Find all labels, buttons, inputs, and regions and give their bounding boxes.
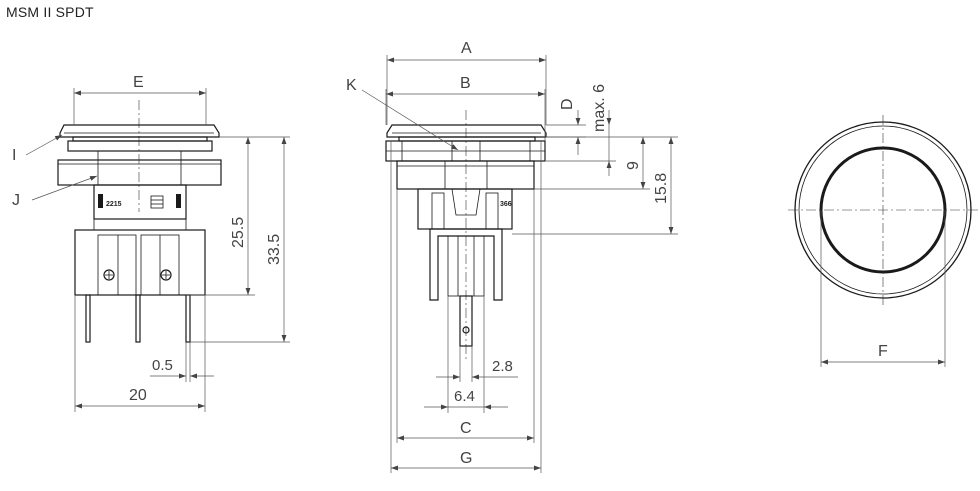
front-view: 2215 E 25.5 33.5 (12, 74, 290, 412)
dim-0-5: 0.5 (152, 357, 173, 374)
part-marking-side: 366 (500, 201, 512, 208)
part-marking: 2215 (106, 201, 122, 208)
dim-9: 9 (625, 161, 642, 170)
label-D: D (559, 98, 576, 110)
drawing-title: MSM II SPDT (6, 4, 94, 20)
dim-15-8: 15.8 (653, 173, 670, 204)
label-E: E (133, 74, 144, 91)
label-C: C (460, 420, 472, 437)
dim-20: 20 (129, 387, 147, 404)
label-I: I (12, 147, 16, 164)
side-view: 366 A B D max. 6 9 (346, 40, 678, 473)
dim-2-8: 2.8 (492, 358, 513, 375)
label-G: G (460, 450, 472, 467)
dim-33-5: 33.5 (266, 234, 283, 265)
label-K: K (346, 77, 357, 94)
label-J: J (12, 192, 20, 209)
dim-max-6: max. 6 (591, 84, 608, 132)
label-F: F (878, 343, 888, 360)
dim-6-4: 6.4 (454, 388, 475, 405)
label-A: A (461, 40, 472, 57)
dim-25-5: 25.5 (230, 217, 247, 248)
top-view: F (788, 115, 978, 367)
label-B: B (460, 75, 471, 92)
